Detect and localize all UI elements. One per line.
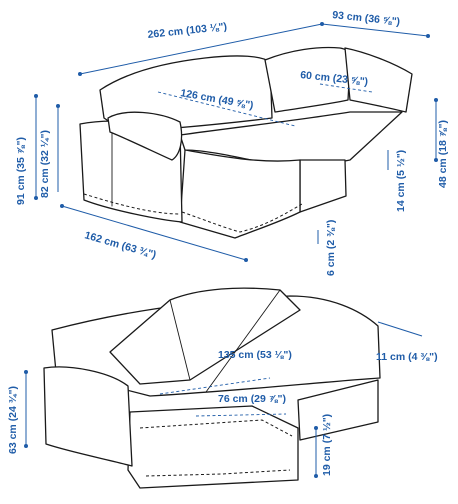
back-cushion-right [344, 47, 413, 113]
dim-tick [314, 426, 318, 430]
storage-floor [145, 469, 291, 477]
dim-line-depth [61, 205, 247, 261]
base-front [179, 149, 301, 239]
label-front-height: 63 cm (24 ¾") [7, 386, 19, 454]
right-side [297, 379, 379, 441]
dim-line-seat-width [157, 91, 296, 127]
dimensions-bottom [24, 321, 423, 478]
raised-seat [109, 287, 301, 385]
label-leg-height: 6 cm (2 ⅜") [325, 220, 337, 276]
dim-line-overall-width [79, 23, 323, 75]
label-storage-height: 19 cm (7 ½") [321, 414, 333, 476]
storage-opening [139, 419, 293, 437]
dim-tick [426, 34, 430, 38]
dim-line-chaise-width [321, 23, 429, 37]
left-arm-hem [83, 193, 181, 215]
chaise-body [299, 159, 347, 213]
dim-tick [78, 72, 82, 76]
base-hem [181, 203, 303, 233]
dim-tick [34, 94, 38, 98]
front-arm [43, 366, 133, 467]
label-overall-width: 262 cm (103 ⅛") [147, 21, 228, 41]
sofa-opened [43, 287, 381, 489]
label-chaise-back-height: 48 cm (18 ⅞") [437, 120, 449, 188]
raised-seat-edge [169, 299, 191, 381]
dimensions-top [34, 22, 438, 262]
dim-tick [60, 204, 64, 208]
dim-tick [24, 444, 28, 448]
dim-tick [434, 158, 438, 162]
label-seat-height: 14 cm (5 ½") [395, 150, 407, 212]
seat-cushion [179, 111, 403, 171]
dim-tick [244, 258, 248, 262]
label-depth: 162 cm (63 ¾") [83, 229, 157, 261]
dim-line-arm-width [377, 321, 423, 337]
label-chaise-width: 93 cm (36 ⅝") [332, 9, 401, 28]
dim-tick [24, 370, 28, 374]
dim-tick [314, 474, 318, 478]
label-storage-depth: 76 cm (29 ⅞") [218, 393, 286, 405]
dim-tick [34, 196, 38, 200]
label-storage-width: 135 cm (53 ⅛") [218, 349, 292, 361]
raised-seat-edge-2 [205, 289, 281, 393]
label-arm-width: 11 cm (4 ⅜") [376, 351, 438, 363]
sofa-assembled [79, 46, 413, 239]
dim-line-storage-width [159, 377, 271, 395]
dim-tick [56, 104, 60, 108]
label-back-height: 91 cm (35 ⅞") [15, 137, 27, 205]
throw-pillow [107, 111, 183, 161]
label-arm-height: 82 cm (32 ¼") [39, 130, 51, 198]
dim-line-storage-depth [195, 413, 287, 417]
storage-box [127, 405, 299, 489]
dim-tick [434, 98, 438, 102]
